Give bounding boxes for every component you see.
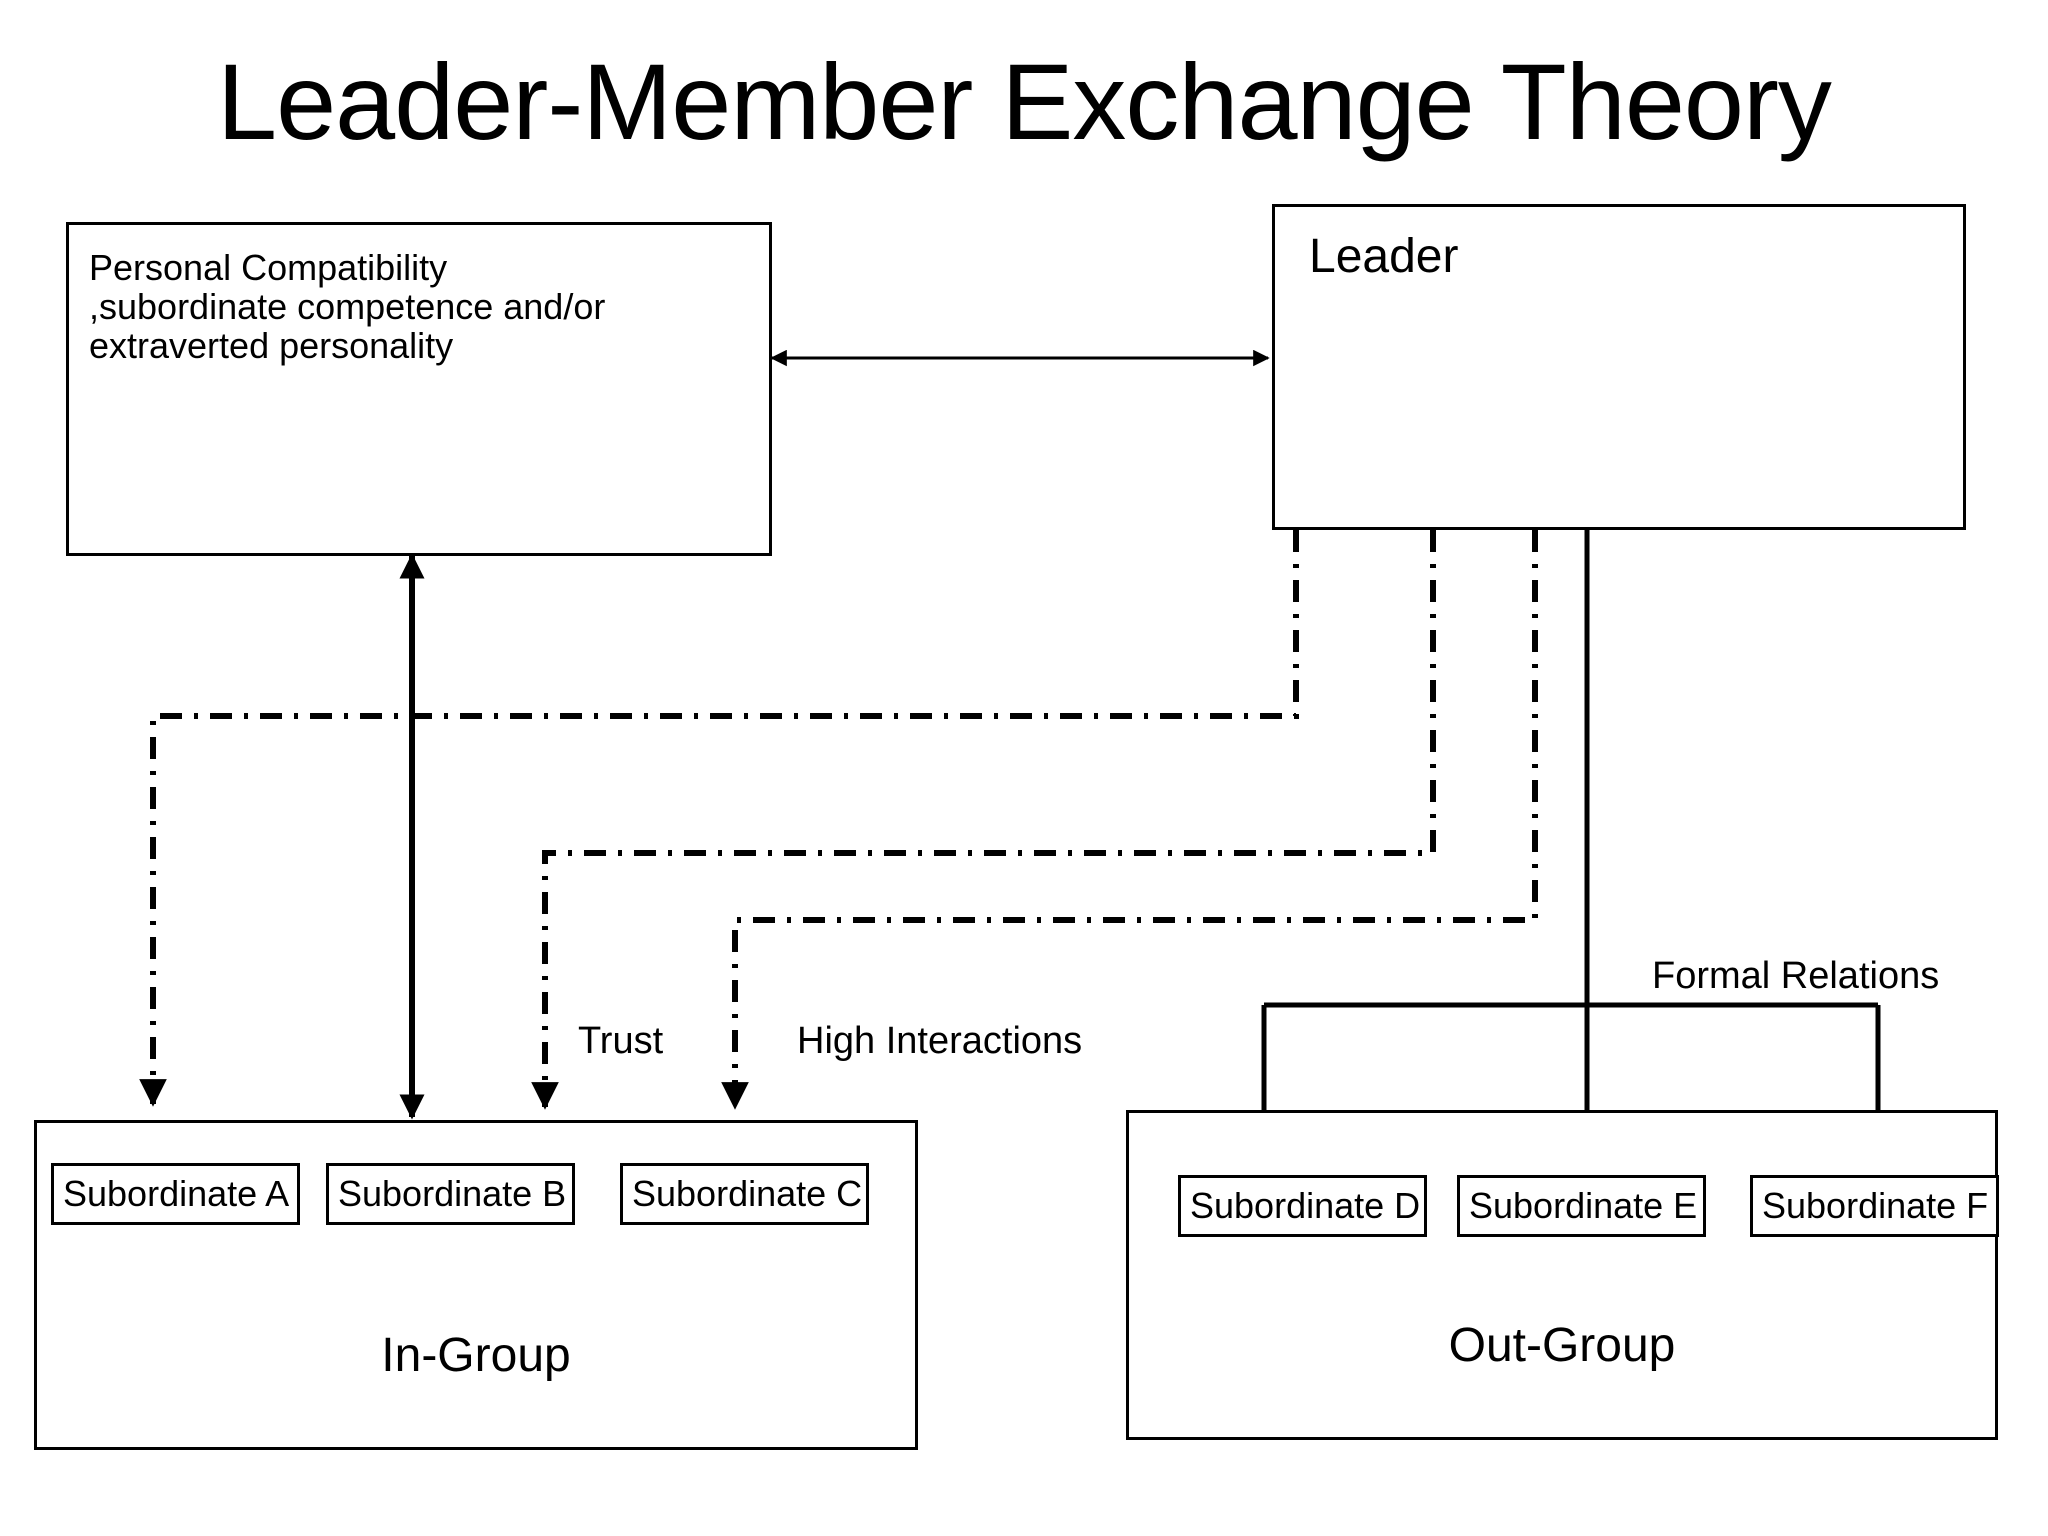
subordinate-d-label: Subordinate D xyxy=(1190,1185,1421,1226)
subordinate-e-label: Subordinate E xyxy=(1469,1185,1698,1226)
subordinate-d-box[interactable]: Subordinate D xyxy=(1178,1175,1427,1237)
out-group-name: Out-Group xyxy=(1448,1319,1676,1372)
edge-label-formal-relations: Formal Relations xyxy=(1652,955,1940,997)
subordinate-a-box[interactable]: Subordinate A xyxy=(51,1163,300,1225)
subordinate-c-label: Subordinate C xyxy=(632,1173,863,1214)
subordinate-c-box[interactable]: Subordinate C xyxy=(620,1163,869,1225)
leader-label: Leader xyxy=(1309,230,1459,283)
edge-label-trust: Trust xyxy=(578,1020,664,1062)
edge-leader-ingroup-1 xyxy=(139,530,1299,1107)
subordinate-e-box[interactable]: Subordinate E xyxy=(1457,1175,1706,1237)
edge-label-high-interactions: High Interactions xyxy=(797,1020,1083,1062)
subordinate-b-box[interactable]: Subordinate B xyxy=(326,1163,575,1225)
subordinate-f-box[interactable]: Subordinate F xyxy=(1750,1175,1999,1237)
subordinate-b-label: Subordinate B xyxy=(338,1173,567,1214)
subordinate-f-label: Subordinate F xyxy=(1762,1185,1989,1226)
antecedents-box[interactable]: Personal Compatibility ,subordinate comp… xyxy=(66,222,772,556)
subordinate-a-label: Subordinate A xyxy=(63,1173,290,1214)
out-group-box[interactable]: Out-Group xyxy=(1126,1110,1998,1440)
page-title: Leader-Member Exchange Theory xyxy=(217,41,1832,162)
antecedents-text: Personal Compatibility ,subordinate comp… xyxy=(89,247,606,366)
leader-box[interactable]: Leader xyxy=(1272,204,1966,530)
in-group-name: In-Group xyxy=(381,1329,571,1382)
